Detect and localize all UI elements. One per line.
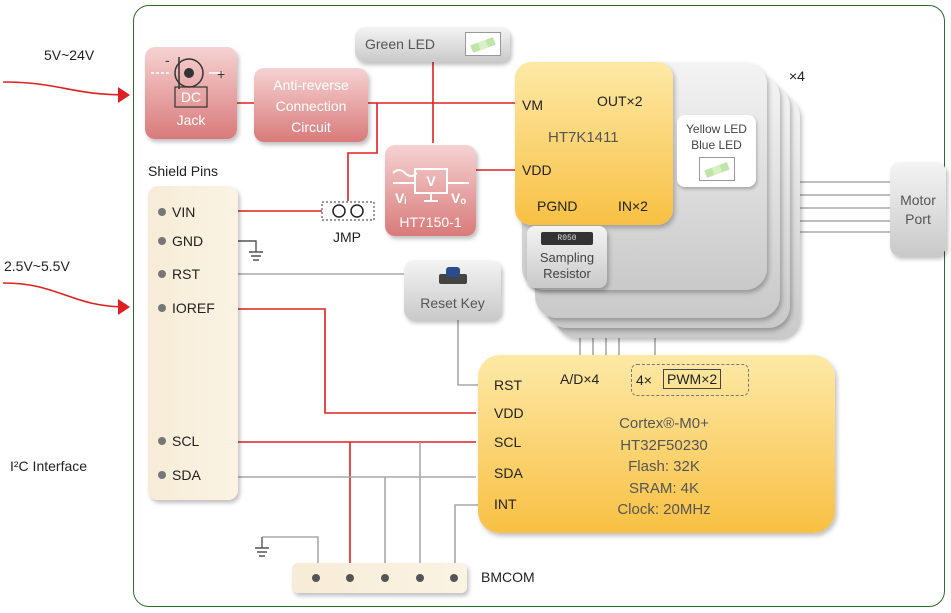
board-outline bbox=[133, 5, 945, 607]
mcu-pin-rst: RST bbox=[494, 377, 522, 393]
mcu-flash: Flash: 32K bbox=[628, 458, 700, 475]
pwm-prefix: 4× bbox=[636, 372, 652, 388]
anti-reverse-to-jmp-line bbox=[347, 103, 378, 201]
jumper-label: JMP bbox=[333, 229, 361, 245]
shield-pins-title: Shield Pins bbox=[148, 163, 219, 179]
bmcom-pin-3 bbox=[381, 574, 389, 582]
regulator-icon bbox=[392, 168, 469, 202]
driver-out-pin: OUT×2 bbox=[597, 93, 643, 109]
bmcom-pin-4 bbox=[416, 574, 424, 582]
driver-chip: VM OUT×2 HT7K1411 VDD PGND IN×2 bbox=[515, 62, 673, 225]
anti-reverse-line1: Anti-reverse bbox=[273, 77, 349, 93]
logic-voltage-label: 2.5V~5.5V bbox=[4, 258, 70, 274]
regulator-vo: Vₒ bbox=[451, 190, 467, 206]
main-power-arrow-icon bbox=[118, 87, 130, 103]
mcu-pin-scl: SCL bbox=[494, 434, 522, 450]
dc-jack-icon: - + bbox=[151, 52, 225, 108]
yellow-led-label: Yellow LED bbox=[686, 122, 747, 136]
motor-port-block: Motor Port bbox=[890, 162, 946, 256]
shield-pin-gnd: GND bbox=[158, 233, 203, 249]
green-led-icon bbox=[465, 32, 501, 56]
shield-pin-vin: VIN bbox=[158, 204, 195, 220]
anti-reverse-line3: Circuit bbox=[291, 119, 331, 135]
motor-port-line1: Motor bbox=[900, 192, 936, 208]
bmcom-pin-2 bbox=[346, 574, 354, 582]
mcu-clock: Clock: 20MHz bbox=[617, 501, 711, 518]
shield-pin-sda: SDA bbox=[158, 467, 201, 483]
reset-key-block: Reset Key bbox=[404, 260, 501, 320]
green-led-label: Green LED bbox=[365, 36, 436, 52]
sampling-resistor-line2: Resistor bbox=[543, 266, 591, 281]
dc-jack-block: - + DC Jack bbox=[145, 47, 237, 139]
bmcom-connector bbox=[292, 563, 467, 593]
driver-pgnd-pin: PGND bbox=[537, 198, 578, 214]
i2c-interface-label: I²C Interface bbox=[10, 458, 88, 474]
pwm-group: 4× PWM×2 bbox=[631, 364, 749, 396]
main-power-input-line bbox=[2, 81, 129, 96]
mcu-core: Cortex®-M0+ bbox=[619, 415, 709, 432]
mcu-ad-label: A/D×4 bbox=[560, 371, 600, 387]
anti-reverse-line2: Connection bbox=[275, 98, 347, 114]
jumper-icon bbox=[321, 201, 375, 221]
logic-power-input-line bbox=[2, 282, 129, 308]
mcu-spec-list: Cortex®-M0+ HT32F50230 Flash: 32K SRAM: … bbox=[584, 413, 744, 521]
blue-led-label: Blue LED bbox=[691, 138, 742, 152]
shield-pin-ioref: IOREF bbox=[158, 300, 215, 316]
motor-port-line2: Port bbox=[905, 211, 931, 227]
green-led-block: Green LED bbox=[355, 27, 510, 62]
ioref-to-vdd-line bbox=[238, 308, 476, 414]
regulator-label: HT7150-1 bbox=[399, 214, 462, 230]
pwm-label: PWM×2 bbox=[663, 369, 722, 389]
led-chip-icon bbox=[699, 157, 735, 181]
driver-vdd-pin: VDD bbox=[522, 162, 552, 178]
push-button-icon bbox=[439, 267, 467, 284]
mcu-pin-sda: SDA bbox=[494, 465, 523, 481]
shield-pins-block: VIN GND RST IOREF SCL SDA bbox=[148, 186, 238, 500]
driver-in-pin: IN×2 bbox=[618, 198, 648, 214]
mcu-pin-int: INT bbox=[494, 496, 517, 512]
mcu-sram: SRAM: 4K bbox=[628, 479, 700, 497]
regulator-vi: Vᵢ bbox=[395, 190, 407, 206]
reset-key-to-mcu-line bbox=[457, 320, 478, 386]
bmcom-label: BMCOM bbox=[481, 569, 535, 585]
shield-pin-scl: SCL bbox=[158, 433, 199, 449]
logic-power-arrow-icon bbox=[118, 299, 130, 315]
driver-multiplier: ×4 bbox=[789, 68, 805, 84]
regulator-block: V Vᵢ Vₒ HT7150-1 bbox=[385, 145, 476, 236]
svg-text:+: + bbox=[217, 66, 225, 82]
driver-vm-pin: VM bbox=[522, 97, 543, 113]
reset-key-label: Reset Key bbox=[420, 295, 485, 311]
mcu-pin-vdd: VDD bbox=[494, 405, 524, 421]
shield-pin-rst: RST bbox=[158, 266, 200, 282]
dc-jack-symbol: DC bbox=[180, 89, 202, 105]
svg-text:-: - bbox=[165, 52, 170, 68]
anti-reverse-circuit-block: Anti-reverse Connection Circuit bbox=[254, 68, 368, 142]
bmcom-pin-5 bbox=[450, 574, 458, 582]
dc-jack-label: Jack bbox=[176, 112, 206, 128]
bmcom-pin-1 bbox=[312, 574, 320, 582]
bmcom-ground-line bbox=[262, 536, 319, 566]
motor-lines bbox=[767, 181, 890, 222]
main-voltage-label: 5V~24V bbox=[44, 47, 95, 63]
driver-name: HT7K1411 bbox=[548, 129, 619, 146]
yellow-blue-led-block: Yellow LED Blue LED bbox=[677, 115, 756, 187]
resistor-chip-icon: R050 bbox=[541, 232, 593, 245]
mcu-chip: RST VDD SCL SDA INT A/D×4 4× PWM×2 Corte… bbox=[478, 355, 835, 533]
mcu-part-number: HT32F50230 bbox=[620, 436, 708, 454]
sampling-resistor-block: R050 Sampling Resistor bbox=[527, 226, 607, 288]
regulator-symbol: V bbox=[426, 173, 436, 189]
int-to-bmcom-line bbox=[454, 504, 478, 566]
sampling-resistor-line1: Sampling bbox=[539, 250, 595, 265]
